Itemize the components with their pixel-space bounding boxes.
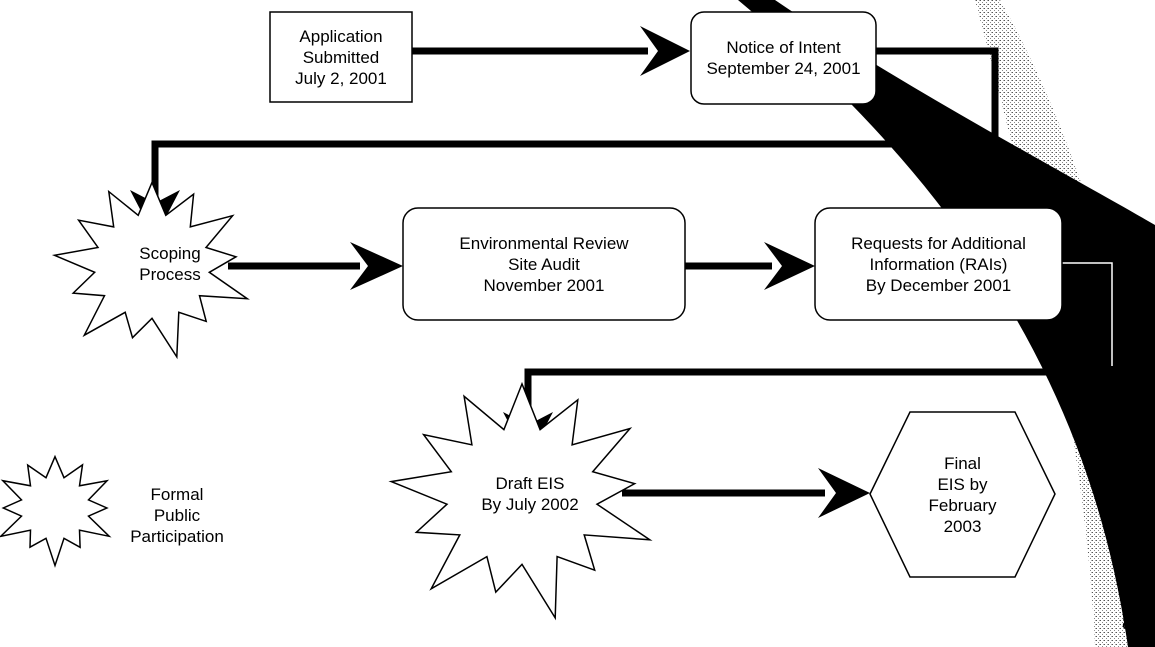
arrowhead-notice xyxy=(640,26,690,76)
arrowhead-final xyxy=(818,468,870,518)
notice-label-line: Notice of Intent xyxy=(726,38,841,57)
rai-label-line: By December 2001 xyxy=(865,275,1012,295)
application-label-line: July 2, 2001 xyxy=(295,68,387,88)
scoping-label-line: Scoping xyxy=(139,244,201,263)
draft-label-line: Draft EIS xyxy=(495,474,565,493)
review-label-line: Site Audit xyxy=(508,254,580,274)
final-hexagon xyxy=(869,411,1056,578)
draft-starburst xyxy=(388,381,653,621)
final-label-line: Final xyxy=(944,453,981,473)
arrowhead-review xyxy=(350,242,403,290)
dark-swoosh xyxy=(738,0,1155,647)
legend-label-line: Participation xyxy=(130,526,224,546)
rai-box xyxy=(814,207,1063,321)
review-box xyxy=(402,207,686,321)
notice-box xyxy=(690,11,877,105)
rai-label-line: Information (RAIs) xyxy=(869,254,1008,274)
rai-label-line: Requests for Additional xyxy=(851,233,1026,253)
connector-lines xyxy=(151,47,1122,497)
legend-label-line: Formal xyxy=(150,484,204,504)
notice-label-line: September 24, 2001 xyxy=(706,59,861,78)
review-label-line: November 2001 xyxy=(483,275,605,295)
connector-notice-scoping xyxy=(151,47,999,200)
final-label-line: February xyxy=(928,495,997,515)
draft-label-line: By July 2002 xyxy=(481,495,579,514)
scoping-starburst xyxy=(51,180,250,360)
review-label-line: Environmental Review xyxy=(459,233,629,253)
draft-label: Draft EIS By July 2002 xyxy=(440,462,620,526)
final-label-line: EIS by xyxy=(937,474,988,494)
page-number: 8 xyxy=(1122,612,1132,634)
connector-highlight xyxy=(1062,262,1113,366)
final-label-line: 2003 xyxy=(943,516,982,536)
legend-starburst-icon xyxy=(0,454,112,568)
scoping-label-line: Process xyxy=(139,265,201,284)
legend-label-line: Public xyxy=(153,505,201,525)
application-box xyxy=(269,11,413,103)
application-label-line: Submitted xyxy=(302,47,380,67)
application-label-line: Application xyxy=(299,26,383,46)
arrowhead-rai xyxy=(764,242,815,290)
connector-rai-draft xyxy=(524,253,1122,428)
